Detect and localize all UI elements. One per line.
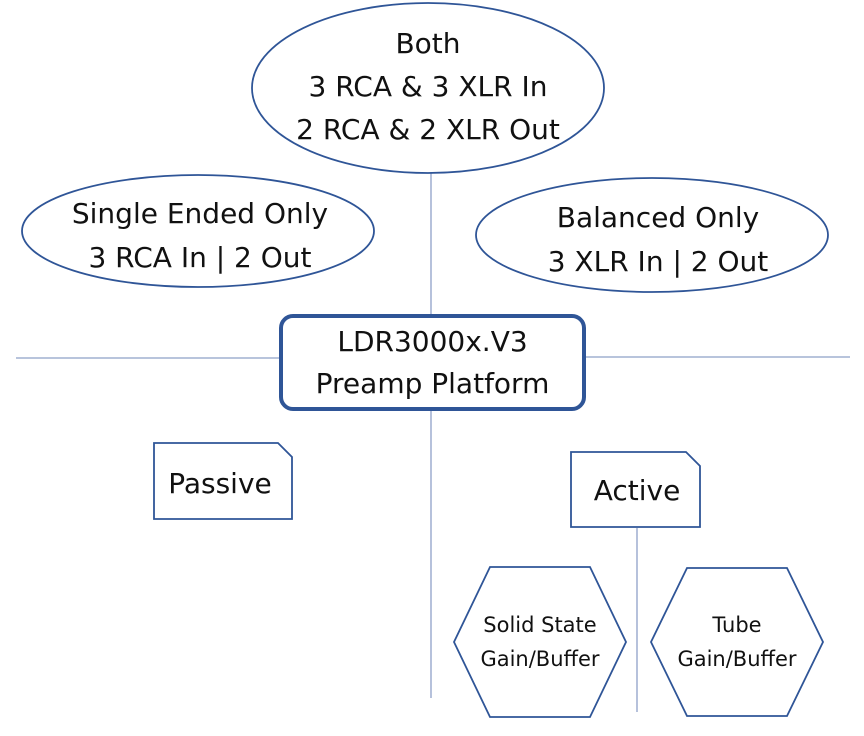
balanced-line-1: Balanced Only — [556, 201, 760, 234]
tube-line-2: Gain/Buffer — [677, 647, 797, 671]
active-box — [570, 451, 701, 528]
passive-text: Passive — [168, 466, 272, 500]
center-line-2: Preamp Platform — [315, 367, 550, 400]
both-line-3: 2 RCA & 2 XLR Out — [296, 112, 560, 146]
tube-label: Tube Gain/Buffer — [667, 604, 807, 680]
both-line-1: Both — [395, 26, 461, 60]
tube-line-1: Tube — [712, 613, 762, 637]
both-line-2: 3 RCA & 3 XLR In — [308, 69, 548, 103]
solid-state-hexagon — [453, 566, 627, 718]
center-line-1: LDR3000x.V3 — [337, 325, 528, 358]
both-ellipse — [251, 2, 605, 174]
center-box — [279, 314, 586, 411]
center-label: LDR3000x.V3 Preamp Platform — [286, 320, 579, 406]
passive-label: Passive — [154, 451, 286, 515]
single-ended-label: Single Ended Only 3 RCA In | 2 Out — [40, 192, 360, 280]
passive-box — [153, 442, 293, 520]
both-label: Both 3 RCA & 3 XLR In 2 RCA & 2 XLR Out — [268, 20, 588, 152]
tube-hexagon — [649, 567, 825, 717]
active-label: Active — [571, 458, 703, 522]
solid-state-label: Solid State Gain/Buffer — [470, 604, 610, 680]
solid-state-line-1: Solid State — [483, 613, 597, 637]
balanced-label: Balanced Only 3 XLR In | 2 Out — [498, 196, 818, 284]
single-ended-line-1: Single Ended Only — [71, 197, 329, 230]
single-ended-line-2: 3 RCA In | 2 Out — [88, 241, 312, 274]
single-ended-ellipse — [21, 174, 375, 288]
solid-state-line-2: Gain/Buffer — [480, 647, 600, 671]
active-text: Active — [593, 473, 681, 507]
balanced-ellipse — [475, 177, 829, 293]
balanced-line-2: 3 XLR In | 2 Out — [547, 245, 769, 278]
